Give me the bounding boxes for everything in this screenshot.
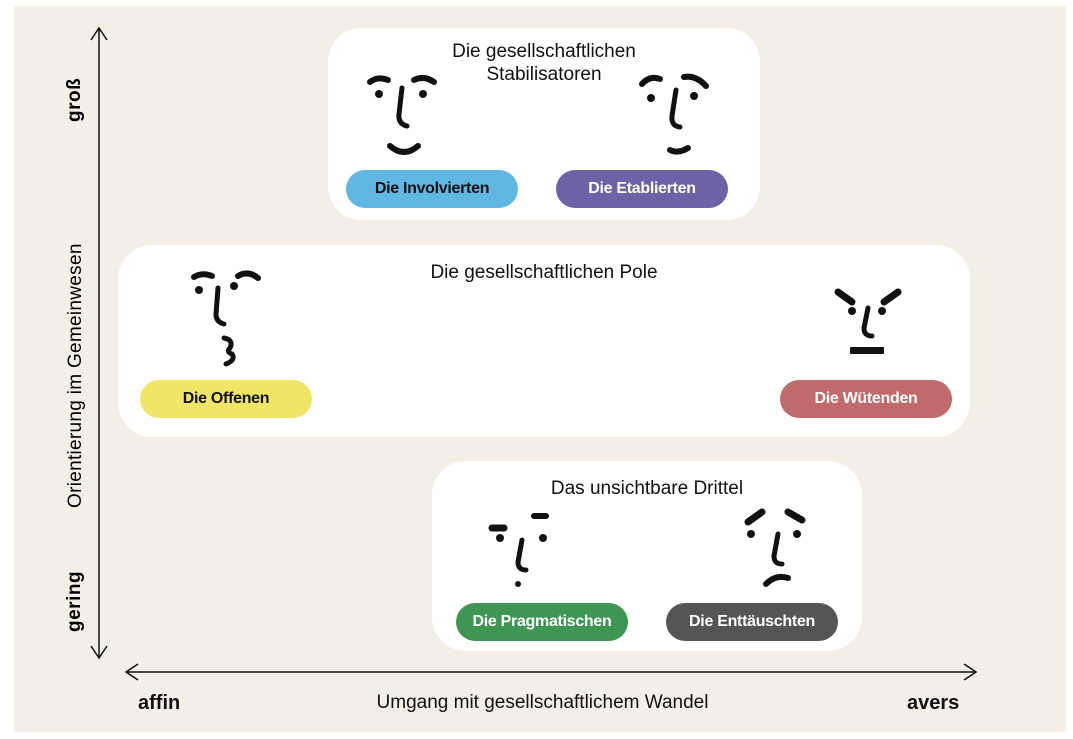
open-face-icon (191, 270, 261, 367)
type-pill-pragmatischen: Die Pragmatischen (456, 603, 628, 641)
type-pill-enttaeuschten: Die Enttäuschten (666, 603, 838, 641)
type-pill-etablierten: Die Etablierten (556, 170, 728, 208)
group-drittel-title: Das unsichtbare Drittel (550, 478, 744, 499)
group-pole-title: Die gesellschaftlichen Pole (430, 262, 658, 283)
type-pill-offenen: Die Offenen (140, 380, 312, 418)
content-face-icon (639, 73, 709, 155)
y-axis-title: Orientierung im Gemeinwesen (65, 243, 86, 508)
x-axis-left-label: affin (138, 692, 181, 714)
angry-face-icon (834, 288, 902, 354)
x-axis-arrow (124, 663, 978, 681)
group-stabilisatoren-title: Die gesellschaftlichen Stabilisatoren (452, 41, 636, 85)
x-axis-right-label: avers (907, 692, 960, 714)
type-pill-wuetenden: Die Wütenden (780, 380, 952, 418)
smiling-face-icon (367, 74, 437, 155)
disappointed-face-icon (744, 508, 806, 587)
skeptical-face-icon (488, 513, 549, 587)
y-axis-top-label: groß (64, 77, 85, 122)
y-axis-arrow (90, 26, 108, 660)
x-axis-title: Umgang mit gesellschaftlichem Wandel (376, 692, 709, 713)
y-axis-bottom-label: gering (64, 570, 85, 632)
type-pill-involvierten: Die Involvierten (346, 170, 518, 208)
